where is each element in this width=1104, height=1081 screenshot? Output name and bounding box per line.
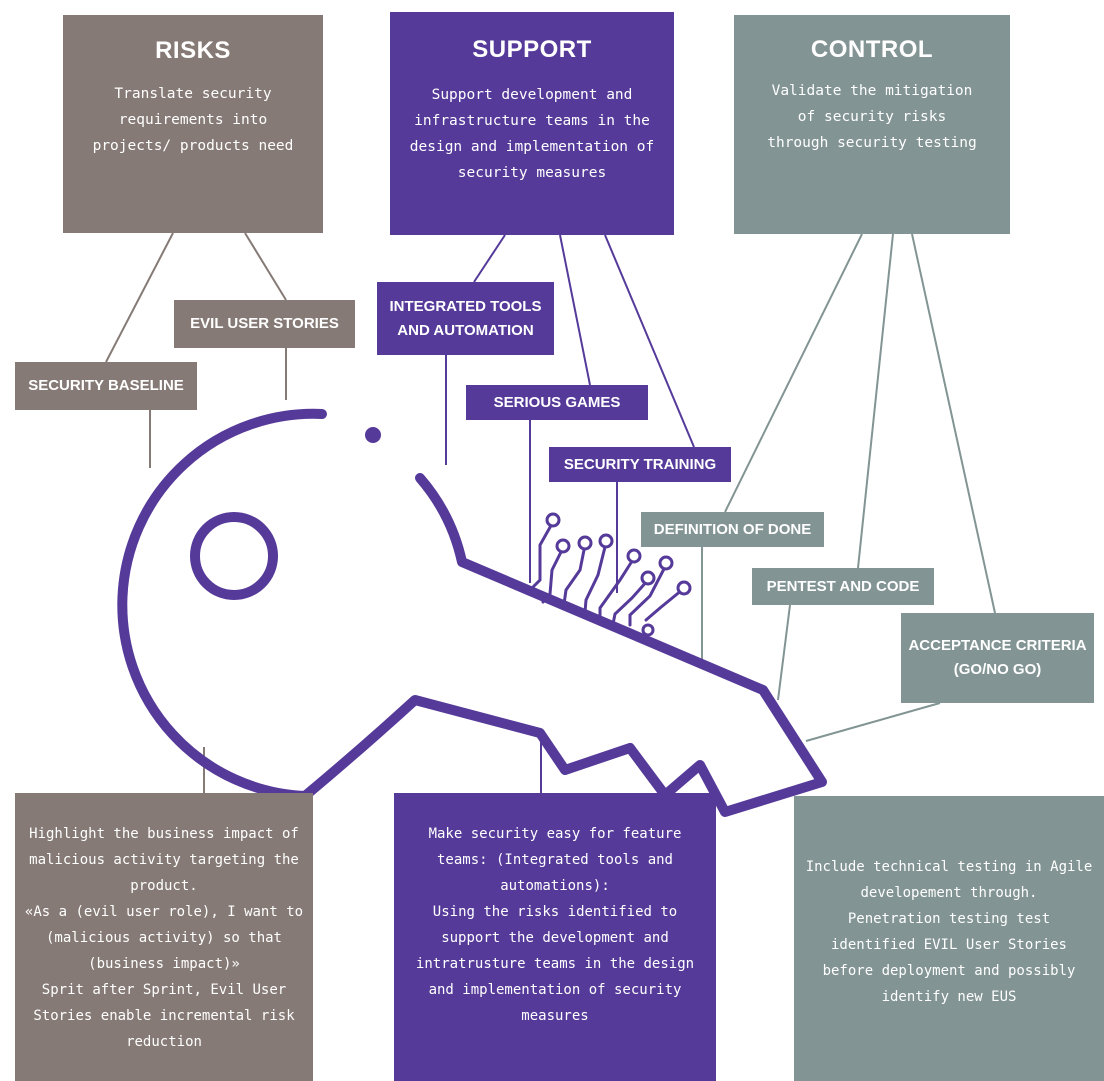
- risks-title: RISKS: [155, 37, 231, 64]
- connector-pentest-key: [777, 604, 791, 701]
- evil-user-stories-tag: EVIL USER STORIES: [174, 300, 355, 348]
- risks-detail: Highlight the business impact of malicio…: [24, 826, 304, 1050]
- control-description: Validate the mitigation of security risk…: [767, 83, 977, 151]
- risks-description: Translate security requirements into pro…: [92, 86, 294, 154]
- integrated-tools-tag: INTEGRATED TOOLS AND AUTOMATION: [377, 282, 554, 355]
- acceptance-criteria-tag: ACCEPTANCE CRITERIA (GO/NO GO): [901, 613, 1094, 703]
- connector-risks-evil-user-stories: [244, 232, 287, 301]
- support-description: Support development and infrastructure t…: [409, 87, 655, 181]
- control-title: CONTROL: [810, 36, 934, 63]
- security-baseline-tag: SECURITY BASELINE: [15, 362, 197, 410]
- risks-detail-box: Highlight the business impact of malicio…: [15, 793, 313, 1081]
- connector-support-integrated-tools: [473, 234, 506, 283]
- key-illustration: [117, 408, 827, 817]
- key-dot: [365, 427, 381, 443]
- support-box: SUPPORT Support development and infrastr…: [390, 12, 674, 235]
- control-detail-box: Include technical testing in Agile devel…: [794, 796, 1104, 1081]
- connector-control-definition-of-done: [724, 233, 863, 513]
- support-detail: Make security easy for feature teams: (I…: [415, 826, 695, 1024]
- key-hole: [190, 512, 278, 600]
- serious-games-tag: SERIOUS GAMES: [466, 385, 648, 420]
- control-box: CONTROL Validate the mitigation of secur…: [734, 15, 1010, 234]
- circuit-nodes: [545, 512, 692, 637]
- control-detail: Include technical testing in Agile devel…: [805, 859, 1093, 1005]
- security-training-tag: SECURITY TRAINING: [549, 447, 731, 482]
- connector-support-serious-games: [559, 234, 591, 386]
- definition-of-done-tag: DEFINITION OF DONE: [641, 512, 824, 547]
- pentest-and-code-tag: PENTEST AND CODE: [752, 568, 934, 605]
- connector-risks-security-baseline: [105, 232, 174, 363]
- connector-control-acceptance: [911, 233, 996, 614]
- support-detail-box: Make security easy for feature teams: (I…: [394, 793, 716, 1081]
- connector-control-pentest: [857, 233, 894, 569]
- connector-support-security-training: [604, 234, 695, 448]
- connector-acceptance-key: [805, 702, 941, 742]
- circuit-icon: [526, 520, 684, 627]
- risks-box: RISKS Translate security requirements in…: [63, 15, 323, 233]
- key-bow-outline: [117, 408, 827, 817]
- support-title: SUPPORT: [472, 36, 592, 63]
